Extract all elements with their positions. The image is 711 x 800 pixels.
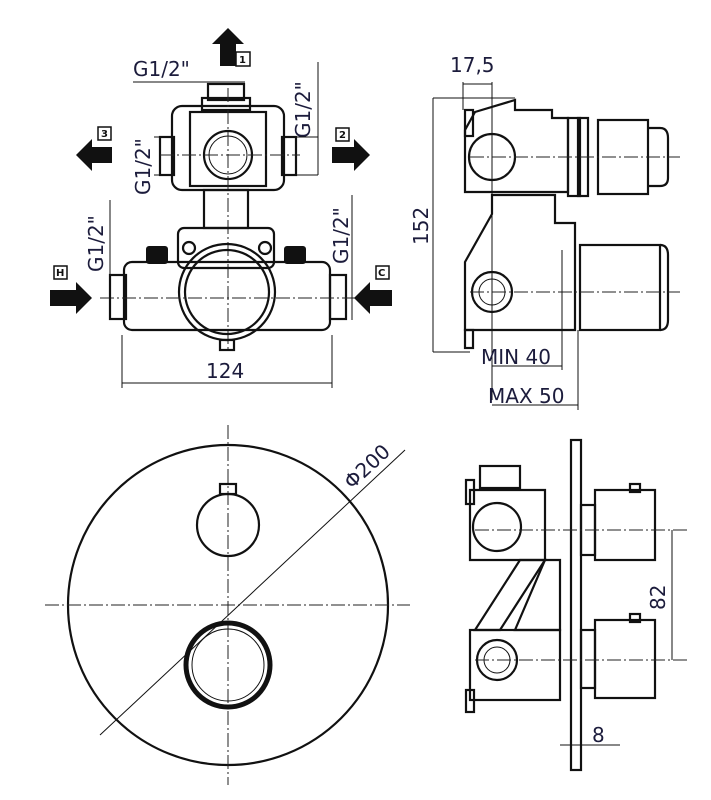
thread-right-outlet-label: G1/2": [291, 81, 315, 138]
thread-cold-label: G1/2": [329, 207, 353, 264]
width-dimension: 124: [206, 359, 244, 383]
outlet-2-label: 2: [339, 130, 346, 141]
hot-inlet-arrow-icon: [50, 282, 92, 314]
height-dimension: 152: [409, 207, 433, 245]
min-depth-dimension: MIN 40: [481, 345, 551, 369]
outlet-2-arrow-icon: [332, 139, 370, 171]
hot-inlet-label: H: [56, 268, 64, 279]
max-depth-dimension: MAX 50: [488, 384, 564, 408]
side-view: 17,5 152 MIN 40 MAX 50: [409, 53, 680, 410]
outlet-3-arrow-icon: [76, 139, 112, 171]
front-view: 1 G1/2" 3 G1/2" 2 G1/2": [50, 28, 392, 388]
outlet-3-label: 3: [101, 129, 108, 140]
cold-inlet-arrow-icon: [354, 282, 392, 314]
installed-side-view: 82 8: [464, 438, 690, 772]
thread-hot-label: G1/2": [84, 215, 108, 272]
plate-dimension: 8: [592, 723, 605, 747]
thread-left-outlet-label: G1/2": [131, 138, 155, 195]
thread-top-label: G1/2": [133, 57, 190, 81]
offset-dimension: 17,5: [450, 53, 495, 77]
outlet-1-label: 1: [239, 55, 246, 66]
cold-inlet-label: C: [378, 268, 385, 279]
spacing-dimension: 82: [646, 585, 670, 610]
plate-view: Φ200: [45, 425, 410, 785]
